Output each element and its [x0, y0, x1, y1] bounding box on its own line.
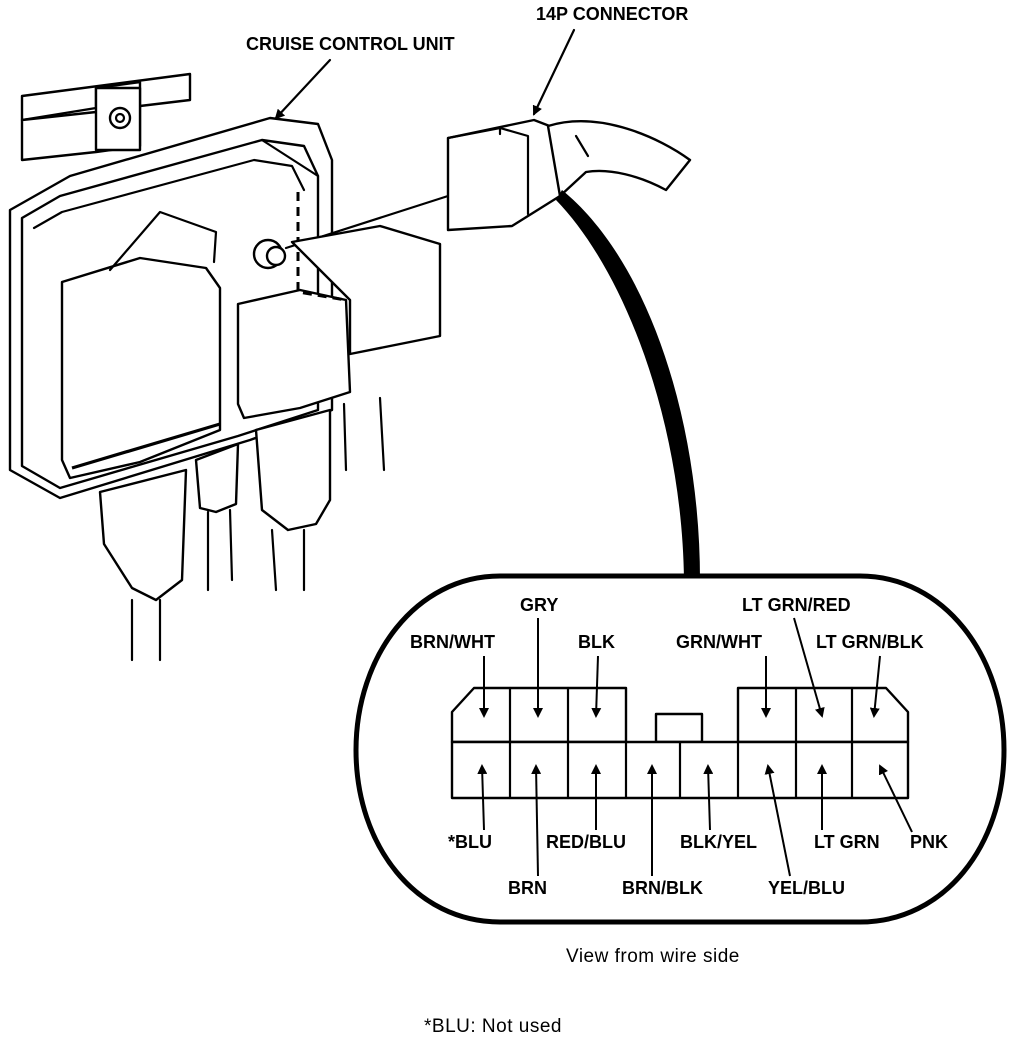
- pin-label-blk-yel: BLK/YEL: [680, 832, 757, 852]
- connector-callout: BRN/WHT GRY BLK GRN/WHT LT GRN/RED LT GR…: [353, 573, 1007, 925]
- unit-label: CRUISE CONTROL UNIT: [246, 34, 455, 54]
- pin-label-pnk: PNK: [910, 832, 948, 852]
- pin-label-brn-wht: BRN/WHT: [410, 632, 495, 652]
- pin-arrow: [764, 764, 791, 877]
- pin-label-gry: GRY: [520, 595, 558, 615]
- pin-arrow: [793, 617, 825, 718]
- pin-label-lt-grn-blk: LT GRN/BLK: [816, 632, 924, 652]
- pin-arrow: [703, 764, 714, 831]
- 14p-connector-illustration: [446, 118, 700, 580]
- footnote: *BLU: Not used: [424, 1016, 562, 1037]
- pin-arrow: [531, 764, 542, 877]
- pin-label-lt-grn: LT GRN: [814, 832, 880, 852]
- unit-leader-arrow: [274, 58, 332, 120]
- pin-label-blk: BLK: [578, 632, 615, 652]
- pin-arrow: [591, 655, 602, 718]
- pin-label-brn-blk: BRN/BLK: [622, 878, 703, 898]
- cruise-control-unit-illustration: [8, 72, 450, 662]
- pin-label-brn: BRN: [508, 878, 547, 898]
- pin-label-blu: *BLU: [448, 832, 492, 852]
- pin-arrow: [869, 655, 881, 718]
- pin-label-red-blu: RED/BLU: [546, 832, 626, 852]
- connector-leader-arrow: [532, 28, 576, 116]
- pin-label-yel-blu: YEL/BLU: [768, 878, 845, 898]
- pin-arrow: [878, 764, 913, 833]
- view-caption: View from wire side: [566, 946, 740, 967]
- connector-label: 14P CONNECTOR: [536, 4, 688, 24]
- pin-arrow: [477, 764, 488, 831]
- pin-label-grn-wht: GRN/WHT: [676, 632, 762, 652]
- pin-label-lt-grn-red: LT GRN/RED: [742, 595, 851, 615]
